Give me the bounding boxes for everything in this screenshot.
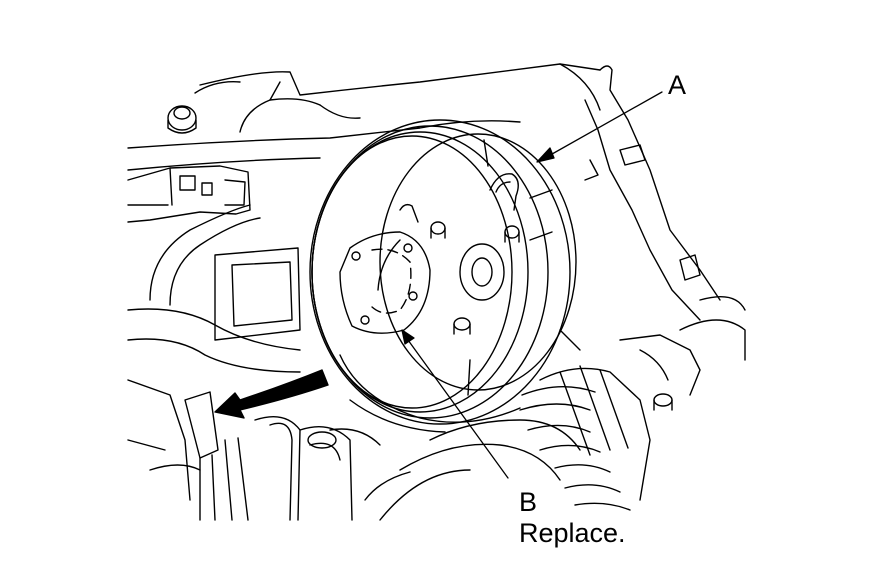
clutch-shim-plate xyxy=(339,231,431,334)
left-hoses xyxy=(127,204,301,501)
arrowhead-a xyxy=(536,147,555,163)
background-body-lines xyxy=(127,63,601,171)
stud-bolts xyxy=(399,203,520,335)
electrical-connector xyxy=(127,165,251,223)
callout-leaders xyxy=(401,91,663,479)
bellows-hose xyxy=(519,365,651,511)
callout-b-note: Replace. xyxy=(519,518,626,548)
compressor-clutch xyxy=(309,119,577,433)
removal-direction-arrow xyxy=(214,369,329,419)
callout-a-label: A xyxy=(668,70,687,100)
lower-left-bracket xyxy=(184,391,381,521)
callout-b-label: B xyxy=(519,487,538,517)
arrowhead-b xyxy=(401,329,415,345)
right-side-components xyxy=(364,65,746,521)
